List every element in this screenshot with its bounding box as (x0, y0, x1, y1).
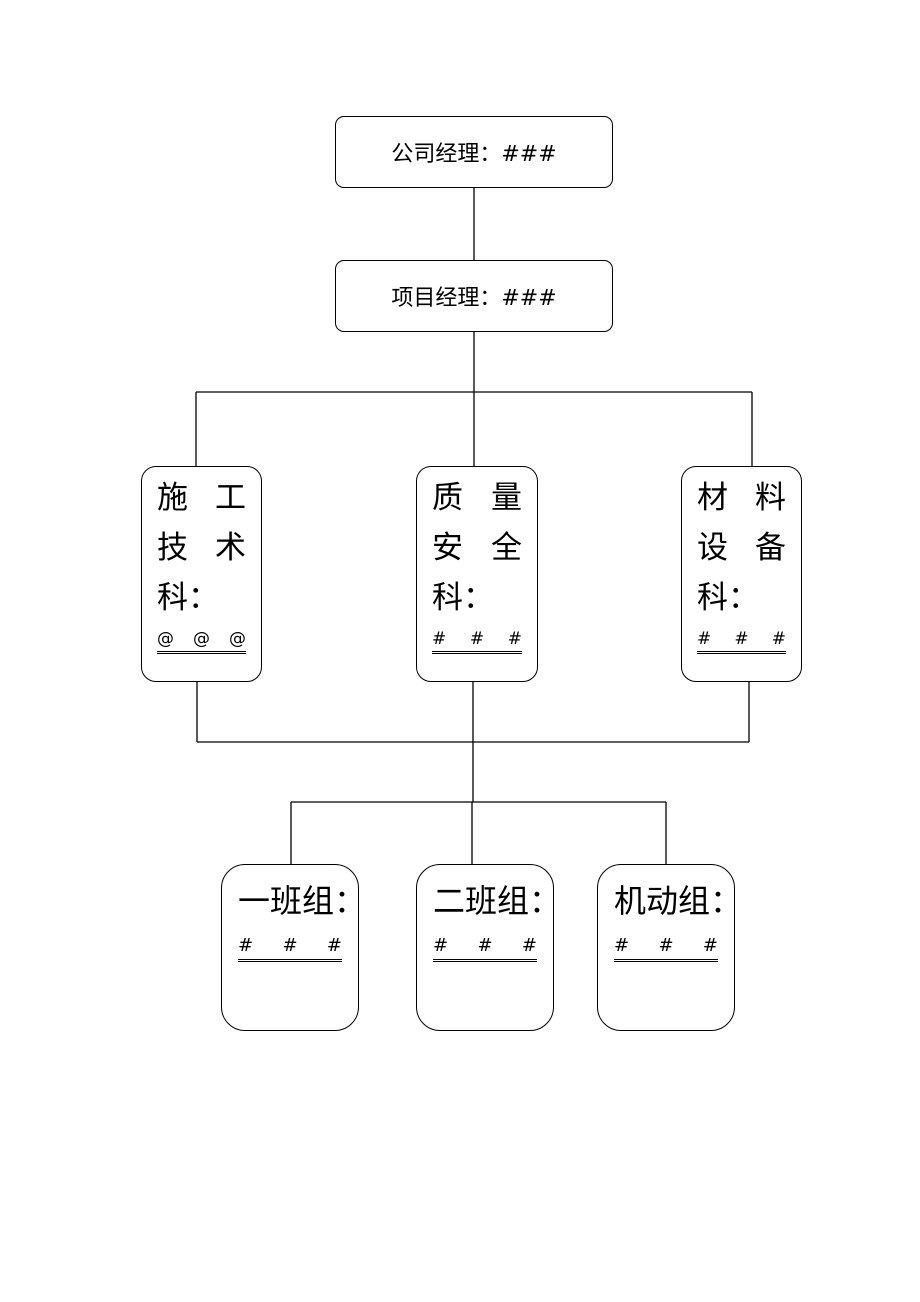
dept-person-placeholder: @ @ @ (157, 627, 246, 654)
company-manager-label: 公司经理：### (391, 142, 557, 167)
team-person-placeholder: # # # (433, 933, 537, 962)
dept-name-line: 设备 (697, 530, 786, 566)
team-person-placeholder: # # # (238, 933, 342, 962)
project-manager-box: 项目经理：### (335, 260, 613, 332)
team-1-box: 一班组： # # # (221, 864, 367, 1031)
team-mobile-box: 机动组： # # # (597, 864, 743, 1031)
project-manager-label: 项目经理：### (391, 286, 557, 311)
team-name: 机动组： (614, 882, 743, 920)
dept-name-line: 安全 (432, 530, 522, 566)
team-name: 二班组： (433, 882, 562, 920)
dept-person-placeholder: # # # (697, 627, 786, 654)
dept-construction-tech-box: 施工 技术 科： @ @ @ (141, 466, 262, 682)
dept-name-line: 科： (697, 580, 759, 616)
team-person-placeholder: # # # (614, 933, 718, 962)
dept-name-line: 科： (432, 580, 494, 616)
dept-person-placeholder: # # # (432, 627, 522, 654)
team-name: 一班组： (238, 882, 367, 920)
dept-name-line: 技术 (157, 530, 246, 566)
company-manager-box: 公司经理：### (335, 116, 613, 188)
team-2-box: 二班组： # # # (416, 864, 562, 1031)
dept-name-line: 质量 (432, 480, 522, 516)
dept-materials-equipment-box: 材料 设备 科： # # # (681, 466, 802, 682)
dept-quality-safety-box: 质量 安全 科： # # # (416, 466, 538, 682)
dept-name-line: 科： (157, 580, 219, 616)
dept-name-line: 材料 (697, 480, 786, 516)
dept-name-line: 施工 (157, 480, 246, 516)
